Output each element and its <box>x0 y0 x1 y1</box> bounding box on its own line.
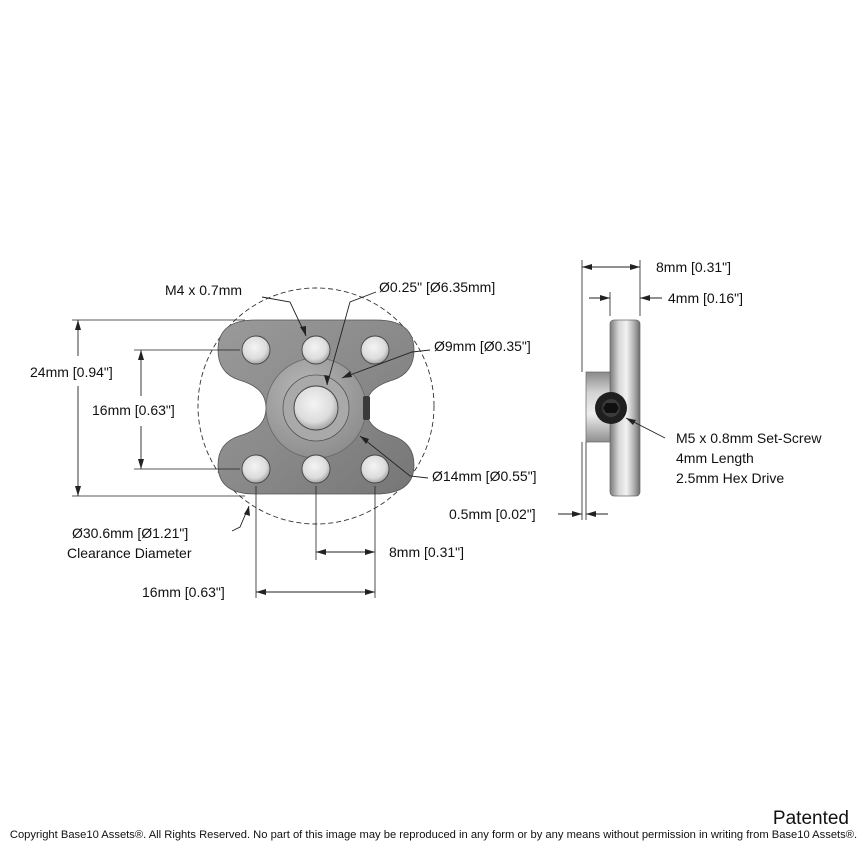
clearance-callout-line2: Clearance Diameter <box>67 545 192 561</box>
front-view: M4 x 0.7mm Ø0.25" [Ø6.35mm] Ø9mm [Ø0.35"… <box>30 279 537 600</box>
bore-hole <box>293 385 339 431</box>
mounting-hole <box>241 335 271 365</box>
mounting-hole <box>301 454 331 484</box>
hub-outer-callout: Ø14mm [Ø0.55"] <box>432 468 537 484</box>
total-length-dim: 8mm [0.31"] <box>656 259 731 275</box>
mounting-hole <box>360 454 390 484</box>
bore-callout: Ø0.25" [Ø6.35mm] <box>379 279 495 295</box>
offset-dim: 0.5mm [0.02"] <box>449 506 536 522</box>
tap-callout: M4 x 0.7mm <box>165 282 242 298</box>
hole-span-dim: 16mm [0.63"] <box>142 584 225 600</box>
side-view: 8mm [0.31"] 4mm [0.16"] 0.5mm [0.02"] M5… <box>449 259 822 522</box>
mounting-hole <box>301 335 331 365</box>
set-screw-line2: 4mm Length <box>676 450 754 466</box>
mounting-holes <box>241 335 390 484</box>
mounting-hole <box>241 454 271 484</box>
set-screw-line3: 2.5mm Hex Drive <box>676 470 784 486</box>
hub-inner-callout: Ø9mm [Ø0.35"] <box>434 338 531 354</box>
overall-height-dim: 24mm [0.94"] <box>30 364 113 380</box>
flange-thickness-dim: 4mm [0.16"] <box>668 290 743 306</box>
set-screw-line1: M5 x 0.8mm Set-Screw <box>676 430 822 446</box>
set-screw-stub <box>363 396 370 420</box>
hole-pitch-dim: 8mm [0.31"] <box>389 544 464 560</box>
patented-label: Patented <box>772 808 849 829</box>
row-spacing-dim: 16mm [0.63"] <box>92 402 175 418</box>
copyright-notice: Copyright Base10 Assets®. All Rights Res… <box>9 829 858 841</box>
clearance-callout-line1: Ø30.6mm [Ø1.21"] <box>72 525 188 541</box>
mounting-hole <box>360 335 390 365</box>
hex-drive <box>603 403 619 413</box>
